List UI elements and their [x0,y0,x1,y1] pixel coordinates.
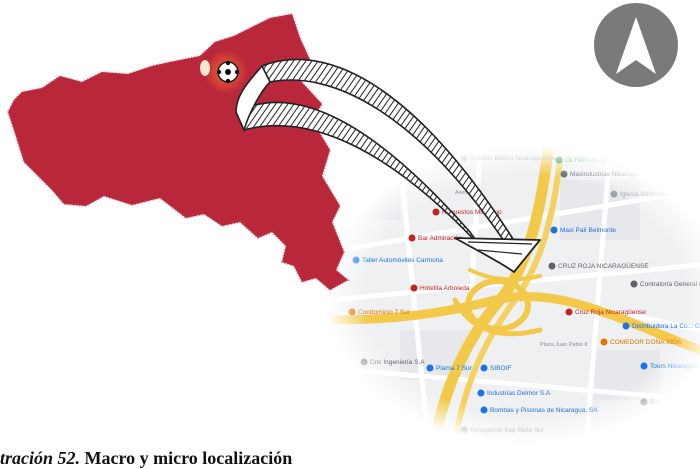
map-place[interactable]: COMEDOR DOÑA XIOA [600,337,683,346]
map-place[interactable]: Distribuidora La Cu... Centro comercial [622,322,700,331]
road [468,268,542,282]
map-place[interactable]: SIBOIF [480,364,512,373]
map-pin-icon [640,362,648,370]
map-pin-icon [348,308,356,316]
map-place[interactable]: CRUZ ROJA NICARAGÜENSE [548,262,650,270]
map-place[interactable]: Hotelita Arboleda [410,284,470,293]
map-place[interactable]: Cnc Ingeniería S.A [360,358,426,367]
map-pin-icon [408,234,416,242]
macro-map [6,12,350,292]
map-pin-icon [477,389,485,397]
map-pin-icon [555,156,563,164]
map-place[interactable]: Iglesia Belmonte [610,190,669,199]
micro-map: Instituto Biblico Nicaragüense OLYMPUS Gy… [320,140,700,466]
map-pin-icon [560,170,568,178]
map-place-label: Bombas y Piscinas de Nicaragua, SA [490,407,598,414]
map-place[interactable]: Maxi Palí Belmonte [550,226,617,235]
map-place[interactable]: Taller Automóviles Carmona [352,256,444,265]
map-pin-icon [600,338,608,346]
map-pin-icon [460,154,468,162]
map-place-label: Cnc Ingeniería S.A [370,359,425,366]
map-pin-icon [622,322,630,330]
location-marker-icon [200,50,248,94]
map-place-label: Industrias Delmor S.A [487,390,551,397]
map-pin-icon [410,284,418,292]
caption-title: Macro y micro localización [84,448,293,468]
map-pin-icon [352,256,360,264]
map-place-label: Hotelita Arboleda [420,285,470,292]
north-arrow-icon [594,3,678,87]
map-place-label: Contraloría General de la República de N… [640,281,700,288]
map-place[interactable]: Bar Admiración [408,234,463,243]
map-place-label: Bar Admiración [418,235,462,242]
map-place-label: Banco Centroam... [650,399,700,406]
map-pin-icon [460,426,468,434]
map-pin-icon [630,280,638,288]
map-place[interactable]: Maxindustrias Nicaragüe Fabrica de plást… [560,170,699,179]
map-place-label: Maxi Palí Belmonte [560,227,616,234]
region-edge [6,12,350,292]
map-pin-icon [550,226,558,234]
map-place[interactable]: Instituto Biblico Nicaragüense [460,154,557,163]
map-place-label: Plama 7 Sur [436,365,473,372]
road [325,292,700,355]
map-place-label: Taller Automóviles Carmona [362,257,443,264]
map-place-label: Iglesia Belmonte [620,191,668,198]
map-place-label: Delegacion Iraq Siete Sur [470,427,545,434]
map-pin-icon [565,308,573,316]
map-place-label: CRUZ ROJA NICARAGÜENSE [558,262,649,270]
map-place[interactable]: Contraloría General de la República de N… [630,280,700,289]
map-place[interactable]: Repuestos Motostop [432,208,503,217]
map-pin-icon [480,364,488,372]
map-place[interactable]: OLYMPUS Gym - Gimnasio [555,156,646,165]
map-place[interactable]: Delegacion Iraq Siete Sur [460,426,545,435]
map-place[interactable]: Plama 7 Sur [426,364,473,373]
road [452,297,543,337]
roads-layer [325,144,700,466]
map-place-label: OLYMPUS Gym - Gimnasio [565,157,645,164]
map-pin-icon [426,364,434,372]
map-place-label: SIBOIF [490,365,511,372]
map-place-label: Plaza Juan Pablo II [540,342,588,348]
map-place[interactable]: Bombas y Piscinas de Nicaragua, SA [480,406,599,415]
map-place[interactable]: Banco Centroam... [640,398,700,407]
map-pin-icon [360,358,368,366]
curved-arrow-icon [234,58,541,273]
map-place-label: Tours Nicaragua [650,363,698,370]
caption-lead: tración 52. [0,448,81,468]
roundabout [465,278,531,332]
map-place[interactable]: Condominio 7 Sur [348,308,411,317]
map-place[interactable]: Industrias Delmor S.A [477,389,551,398]
map-pin-icon [480,406,488,414]
map-place[interactable]: Plaza Juan Pablo II [540,342,588,348]
map-place-label: Maxindustrias Nicaragüe Fabrica de plást… [570,171,698,178]
figure-caption: tración 52. Macro y micro localización [0,448,560,469]
map-place-label: Cruz Roja Nicaragüense [575,309,646,316]
map-place-label: Repuestos Motostop [442,209,502,216]
map-pin-icon [610,190,618,198]
map-place-label: Condominio 7 Sur [358,309,411,316]
map-pin-icon [432,208,440,216]
map-place-label: Instituto Biblico Nicaragüense [470,155,556,162]
map-place[interactable]: Cruz Roja Nicaragüense [565,308,647,317]
map-pin-icon [640,398,648,406]
map-place-label: Distribuidora La Cu... Centro comercial [632,323,700,330]
map-place-label: COMEDOR DOÑA XIOA [610,337,682,346]
region-shape [8,14,348,290]
map-pin-icon [548,262,556,270]
map-place[interactable]: Tours Nicaragua [640,362,698,371]
